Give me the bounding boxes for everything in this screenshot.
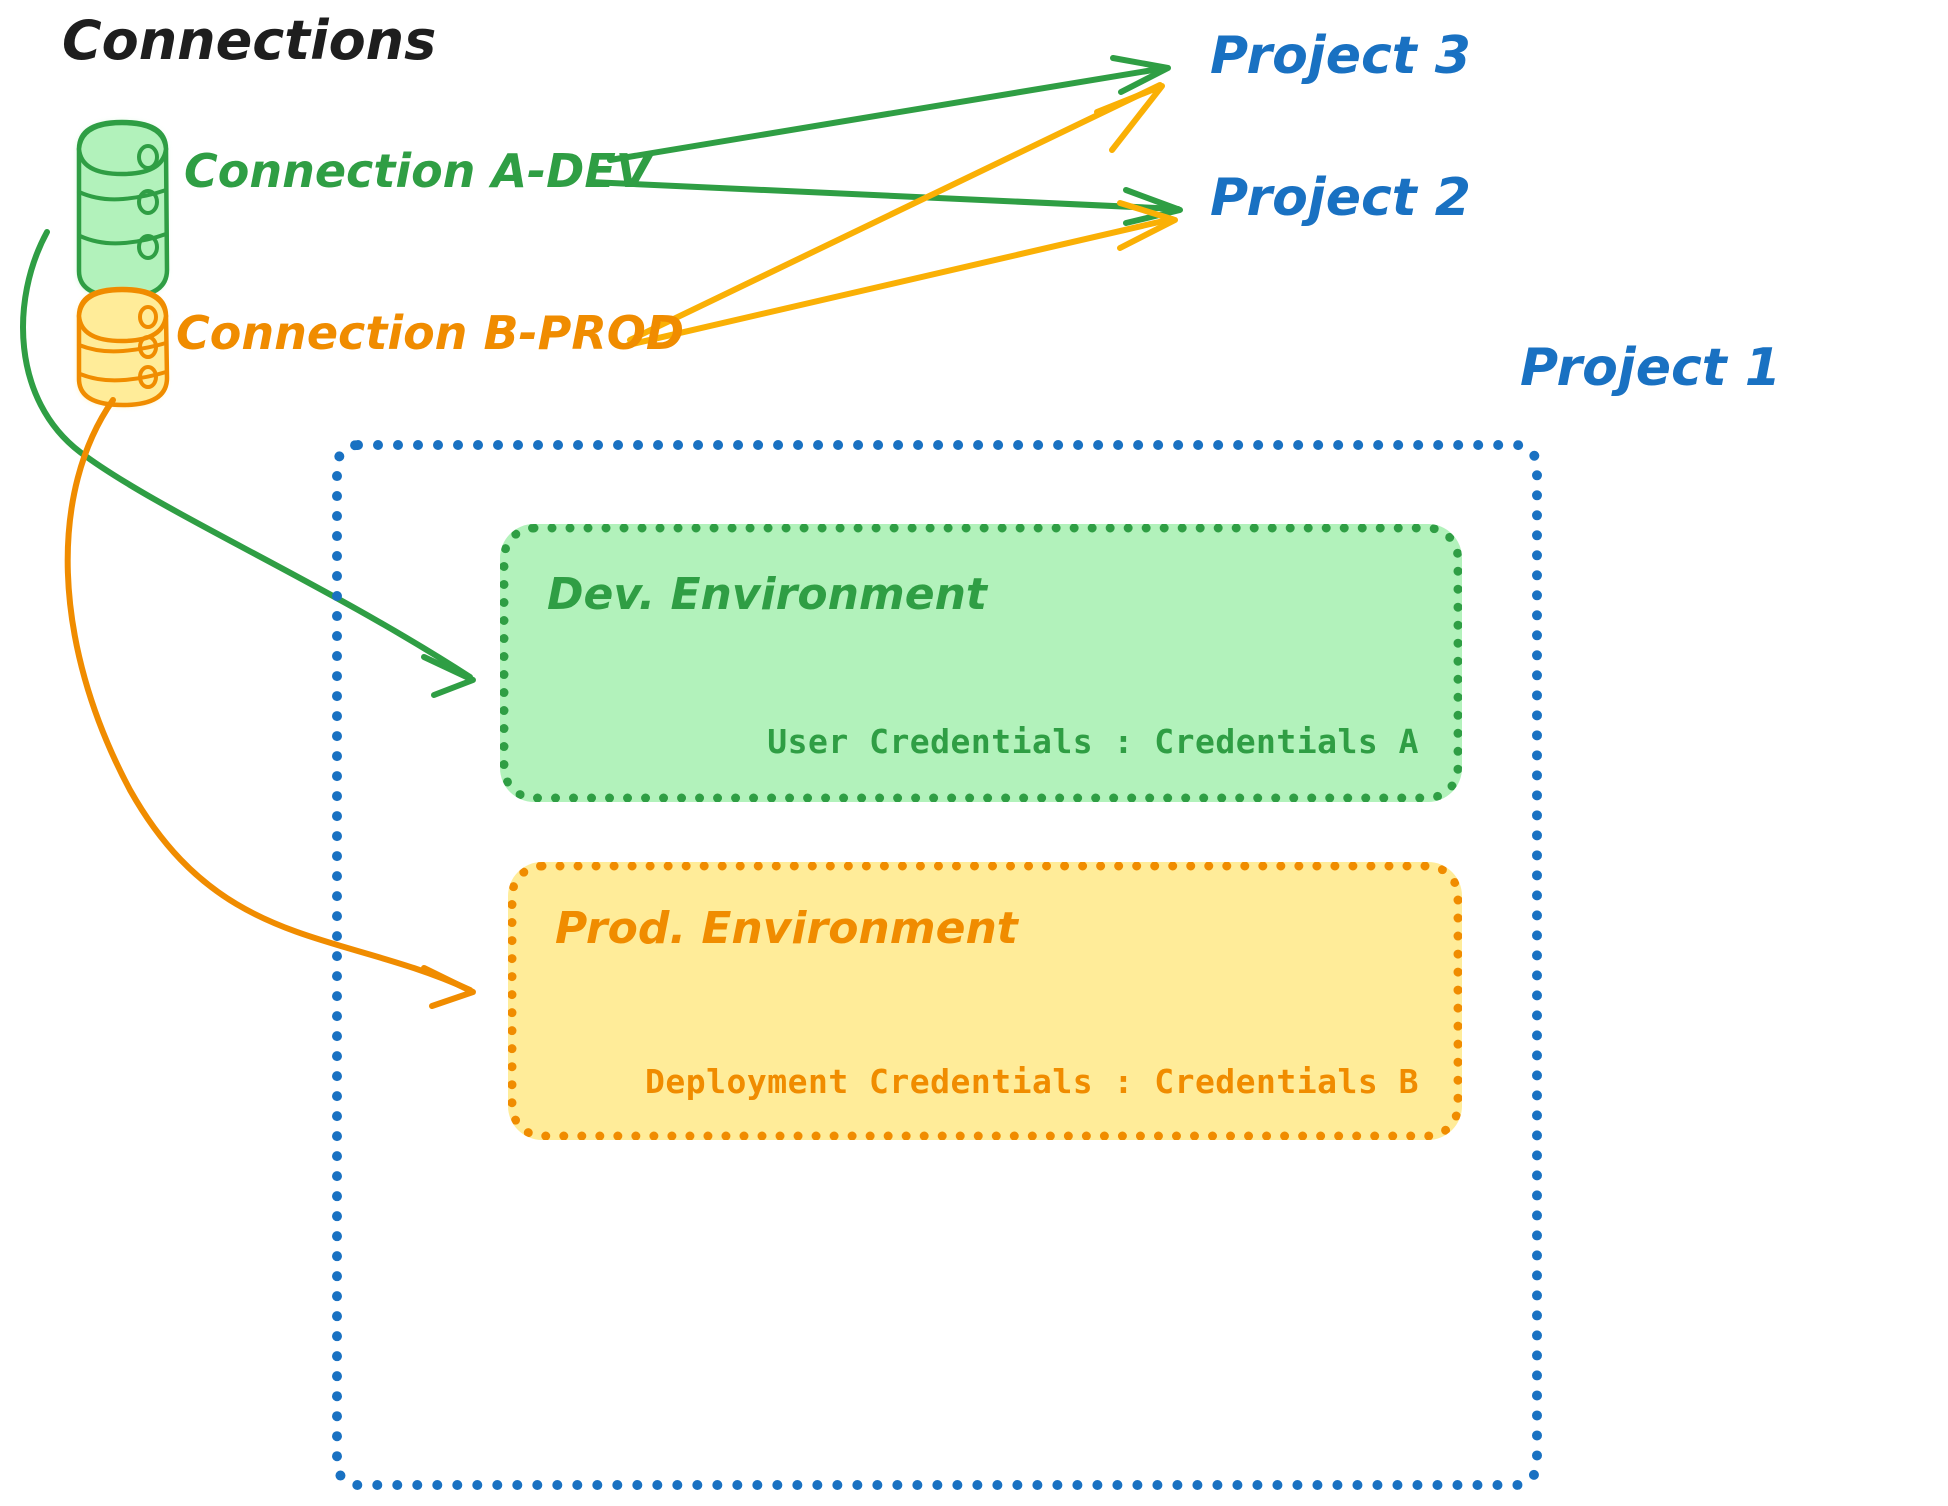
dev-environment-credentials: User Credentials : Credentials A [767, 722, 1419, 761]
page-title: Connections [62, 9, 437, 72]
project-3-label[interactable]: Project 3 [1210, 26, 1471, 86]
project-2-label[interactable]: Project 2 [1210, 168, 1471, 228]
edge-conn-b-to-project-2 [625, 200, 1178, 348]
edge-conn-a-to-project-2 [587, 179, 1183, 226]
connection-b-prod-label[interactable]: Connection B-PROD [176, 306, 685, 360]
edge-conn-a-to-project-3 [607, 55, 1171, 163]
connection-a-dev-label[interactable]: Connection A-DEV [184, 144, 652, 198]
prod-environment-box[interactable]: Prod. Environment Deployment Credentials… [508, 862, 1462, 1140]
project-1-container [332, 440, 1542, 1490]
prod-environment-title: Prod. Environment [555, 903, 1018, 954]
prod-environment-credentials: Deployment Credentials : Credentials B [645, 1062, 1419, 1101]
database-cylinder-icon-orange[interactable] [76, 286, 170, 408]
database-cylinder-icon-green[interactable] [76, 119, 170, 300]
edge-conn-a-to-dev-environment [20, 229, 476, 698]
dev-environment-title: Dev. Environment [547, 569, 987, 620]
edge-conn-b-to-project-3 [627, 82, 1165, 343]
project-1-label[interactable]: Project 1 [1520, 338, 1781, 398]
edge-conn-b-to-prod-environment [64, 397, 476, 1009]
dev-environment-box[interactable]: Dev. Environment User Credentials : Cred… [500, 524, 1462, 802]
